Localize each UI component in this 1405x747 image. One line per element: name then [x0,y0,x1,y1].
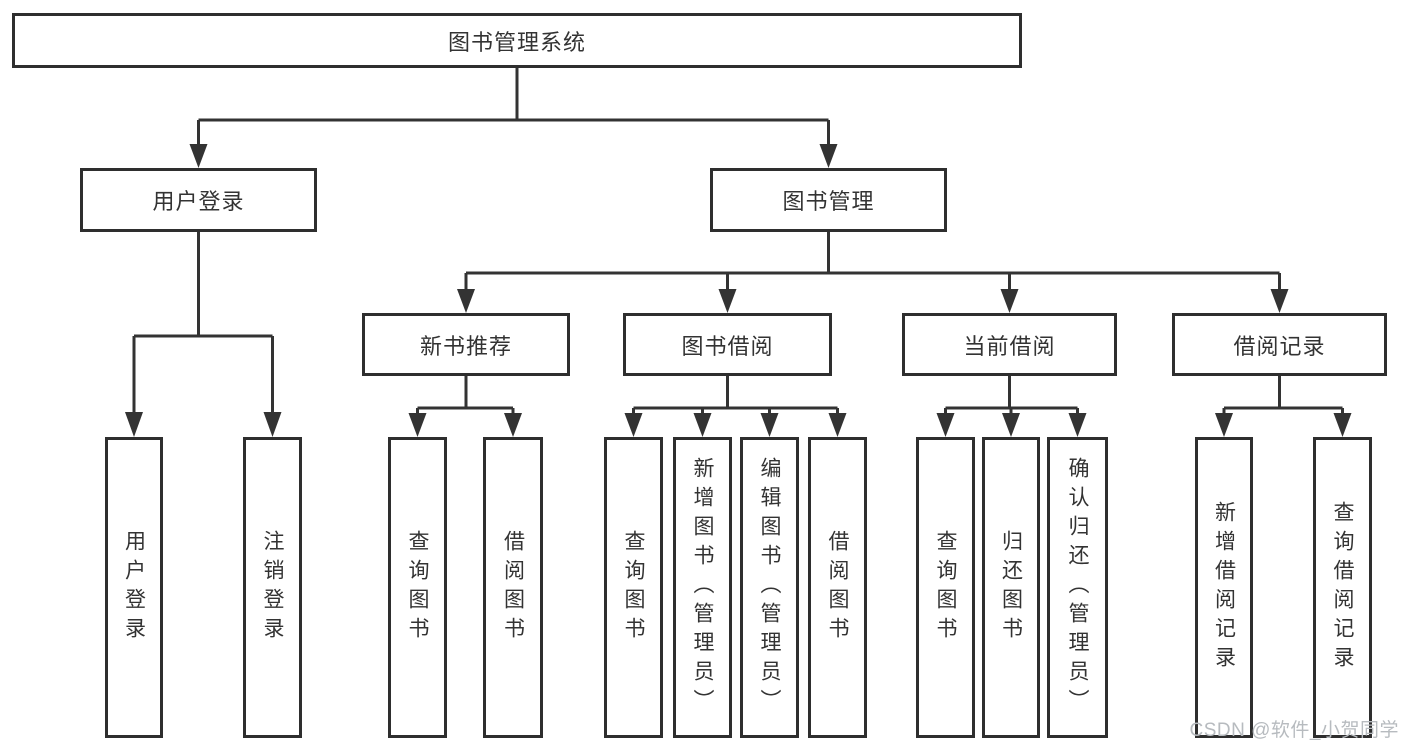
leaf-borrow-books: 借阅图书 [808,437,867,738]
node-label: 新增图书（管理员） [691,457,714,718]
leaf-add-borrow-record: 新增借阅记录 [1195,437,1253,738]
node-user-login-group: 用户登录 [80,168,317,232]
connector-book-borrowing-to-leaves [624,376,847,437]
node-label: 借阅图书 [826,529,849,646]
leaf-borrow-books-recommend: 借阅图书 [483,437,543,738]
connector-root-to-level2 [189,68,838,168]
node-label: 查询借阅记录 [1331,500,1354,675]
node-label: 归还图书 [999,529,1023,646]
node-label: 图书管理 [782,189,875,214]
leaf-query-books-recommend: 查询图书 [388,437,447,738]
node-label: 编辑图书（管理员） [758,457,781,718]
connector-new-book-recommend-to-leaves [408,376,522,437]
node-label: 查询图书 [934,529,957,646]
node-label: 用户登录 [152,189,245,214]
leaf-add-books-admin: 新增图书（管理员） [673,437,732,738]
csdn-watermark: CSDN @软件_小贺同学 [1189,720,1399,741]
node-label: 图书管理系统 [447,29,586,55]
leaf-user-login: 用户登录 [105,437,163,738]
node-label: 借阅记录 [1233,333,1326,359]
node-label: 当前借阅 [963,333,1056,359]
leaf-logout: 注销登录 [243,437,302,738]
node-label: 图书借阅 [681,333,774,359]
node-book-management: 图书管理 [710,168,947,232]
leaf-query-books-borrowing: 查询图书 [604,437,663,738]
node-label: 新增借阅记录 [1212,500,1236,675]
node-label: 确认归还（管理员） [1066,457,1089,718]
node-label: 查询图书 [622,529,645,646]
node-borrow-records: 借阅记录 [1172,313,1387,376]
connector-user-login-to-leaves [125,232,282,437]
connector-book-management-to-level3 [457,232,1289,313]
node-library-management-system: 图书管理系统 [12,13,1022,68]
connector-borrow-records-to-leaves [1215,376,1352,437]
leaf-return-books: 归还图书 [982,437,1040,738]
node-label: 注销登录 [261,529,284,646]
leaf-query-books-current: 查询图书 [916,437,975,738]
leaf-confirm-return-admin: 确认归还（管理员） [1047,437,1108,738]
connector-current-borrowing-to-leaves [936,376,1087,437]
node-label: 查询图书 [406,529,429,646]
node-label: 用户登录 [122,529,146,646]
node-book-borrowing: 图书借阅 [623,313,832,376]
node-current-borrowing: 当前借阅 [902,313,1117,376]
node-new-book-recommend: 新书推荐 [362,313,570,376]
leaf-edit-books-admin: 编辑图书（管理员） [740,437,799,738]
node-label: 借阅图书 [501,529,525,646]
leaf-query-borrow-record: 查询借阅记录 [1313,437,1372,738]
node-label: 新书推荐 [419,333,512,359]
